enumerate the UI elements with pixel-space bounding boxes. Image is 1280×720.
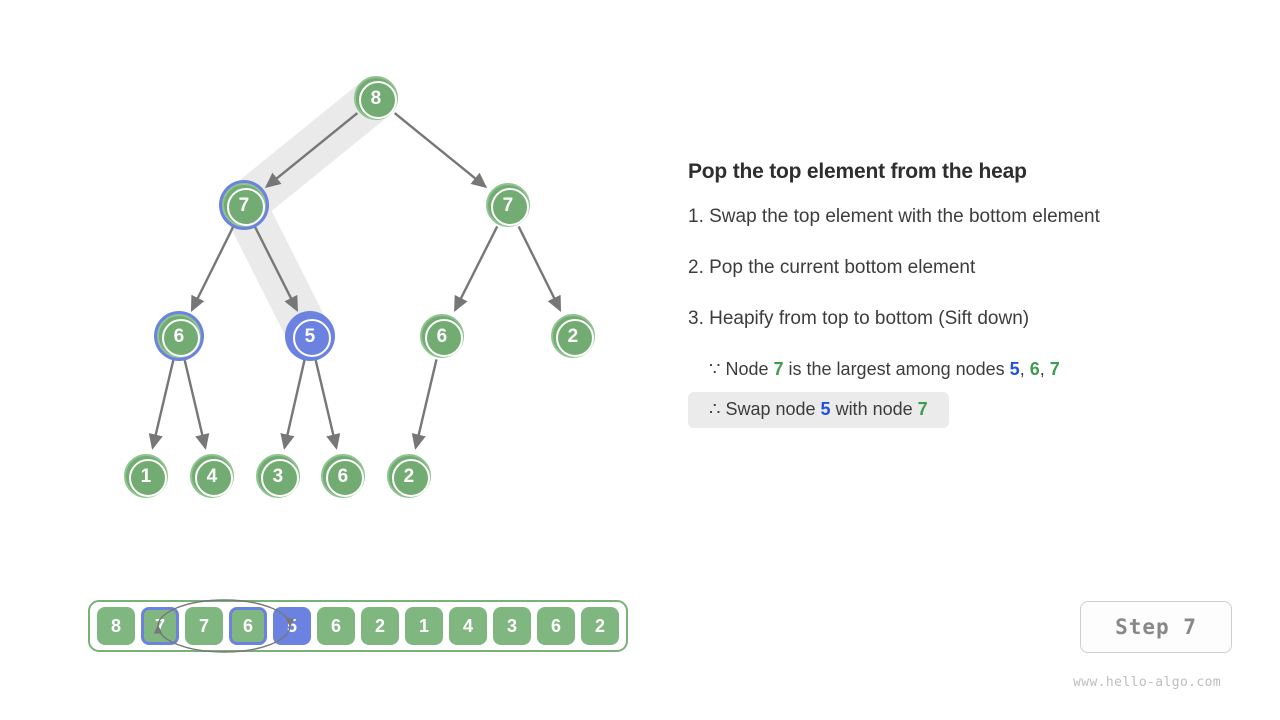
- tree-node-value: 5: [304, 325, 316, 347]
- tree-edge-group: [148, 112, 562, 450]
- reason-candidate-c: 7: [1049, 359, 1060, 379]
- reason-candidate-b: 6: [1029, 359, 1040, 379]
- instruction-step-1: 1. Swap the top element with the bottom …: [688, 206, 1100, 227]
- tree-node-1-n7[interactable]: 1: [124, 454, 168, 498]
- tree-node-2-n6[interactable]: 2: [551, 314, 595, 358]
- reason-prefix: Node: [725, 359, 774, 379]
- tree-edge: [148, 359, 175, 450]
- tree-node-value: 7: [502, 194, 514, 216]
- tree-node-value: 6: [337, 465, 349, 487]
- tree-edge: [453, 225, 499, 313]
- tree-node-8-n0[interactable]: 8: [354, 76, 398, 120]
- tree-node-7-n1[interactable]: 7: [222, 183, 266, 227]
- therefore-symbol: ∴: [709, 399, 721, 419]
- tree-node-2-n11[interactable]: 2: [387, 454, 431, 498]
- tree-node-6-n3[interactable]: 6: [157, 314, 201, 358]
- sift-down-highlight-path: [222, 76, 398, 358]
- array-cell-10[interactable]: 6: [537, 607, 575, 645]
- conclusion-middle: with node: [830, 399, 918, 419]
- tree-node-6-n10[interactable]: 6: [321, 454, 365, 498]
- instruction-step-3: 3. Heapify from top to bottom (Sift down…: [688, 308, 1030, 329]
- conclusion-line: ∴ Swap node 5 with node 7: [688, 392, 949, 428]
- reason-line: ∵ Node 7 is the largest among nodes 5, 6…: [688, 359, 1248, 380]
- array-cell-8[interactable]: 4: [449, 607, 487, 645]
- instruction-step-2: 2. Pop the current bottom element: [688, 257, 976, 278]
- explanation-panel: Pop the top element from the heap 1. Swa…: [688, 160, 1248, 436]
- tree-edge: [393, 112, 488, 189]
- tree-edge: [190, 225, 235, 312]
- reason-candidate-a: 5: [1009, 359, 1020, 379]
- heap-tree-diagram: 8 7 7 6 5 6 2 1 4 3 6 2: [0, 0, 680, 540]
- step-badge: Step 7: [1080, 601, 1232, 653]
- array-cell-11[interactable]: 2: [581, 607, 619, 645]
- tree-node-value: 6: [436, 325, 448, 347]
- tree-node-value: 3: [272, 465, 284, 487]
- conclusion-to-node: 7: [917, 399, 928, 419]
- array-cell-9[interactable]: 3: [493, 607, 531, 645]
- conclusion-prefix: Swap node: [725, 399, 821, 419]
- reason-middle: is the largest among nodes: [783, 359, 1010, 379]
- reason-sep-a: ,: [1019, 359, 1030, 379]
- tree-node-value: 2: [567, 325, 579, 347]
- tree-node-value: 7: [238, 194, 250, 216]
- array-cell-5[interactable]: 6: [317, 607, 355, 645]
- array-cell-4[interactable]: 5: [273, 607, 311, 645]
- tree-node-value: 2: [403, 465, 415, 487]
- tree-edge: [314, 359, 341, 450]
- tree-node-value: 1: [140, 465, 152, 487]
- tree-node-3-n9[interactable]: 3: [256, 454, 300, 498]
- tree-edge: [280, 359, 306, 450]
- tree-node-5-n4[interactable]: 5: [288, 314, 332, 358]
- array-cell-7[interactable]: 1: [405, 607, 443, 645]
- tree-node-4-n8[interactable]: 4: [190, 454, 234, 498]
- tree-node-6-n5[interactable]: 6: [420, 314, 464, 358]
- tree-node-value: 8: [370, 87, 382, 109]
- tree-node-value: 4: [206, 465, 218, 487]
- tree-node-7-n2[interactable]: 7: [486, 183, 530, 227]
- tree-node-value: 6: [173, 325, 185, 347]
- reason-largest-node: 7: [773, 359, 784, 379]
- watermark: www.hello-algo.com: [1073, 675, 1222, 690]
- tree-edge: [411, 359, 438, 450]
- reason-sep-b: ,: [1039, 359, 1050, 379]
- array-cell-6[interactable]: 2: [361, 607, 399, 645]
- tree-edge: [183, 359, 210, 450]
- array-cell-3[interactable]: 6: [229, 607, 267, 645]
- array-cell-1[interactable]: 7: [141, 607, 179, 645]
- because-symbol: ∵: [709, 359, 721, 379]
- array-cell-0[interactable]: 8: [97, 607, 135, 645]
- tree-edge: [253, 225, 299, 313]
- tree-edge: [264, 112, 359, 189]
- array-cell-2[interactable]: 7: [185, 607, 223, 645]
- page-title: Pop the top element from the heap: [688, 160, 1027, 183]
- conclusion-from-node: 5: [820, 399, 831, 419]
- tree-edge: [517, 225, 562, 312]
